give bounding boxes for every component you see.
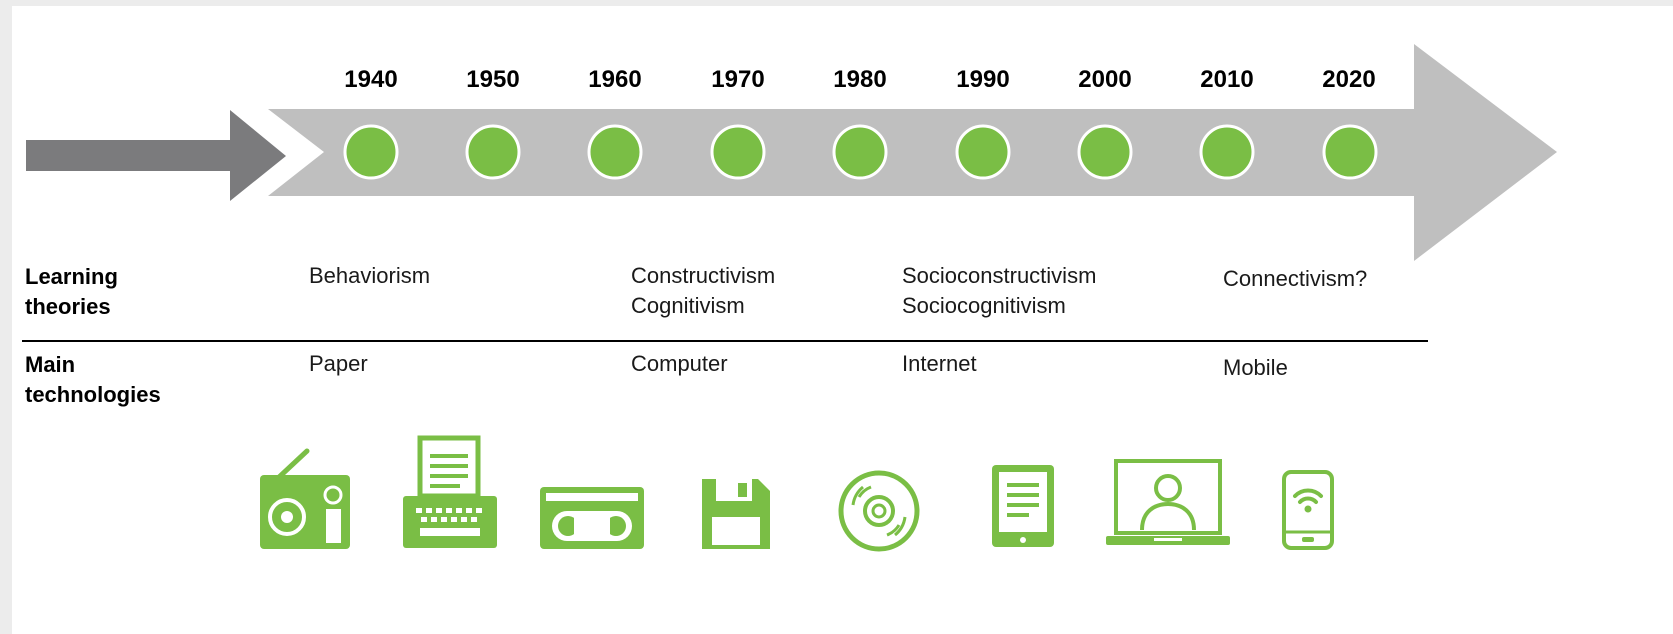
timeline-dot xyxy=(465,124,521,180)
timeline-arrows xyxy=(26,44,1557,261)
theory-name: Connectivism? xyxy=(1223,266,1368,291)
year-label: 2000 xyxy=(1078,66,1132,93)
learning-theories-label-line2: theories xyxy=(25,294,111,319)
year-label: 1970 xyxy=(711,66,765,93)
theory-socioconstructivism-sociocognitivism: Socioconstructivism Sociocognitivism xyxy=(902,261,1096,321)
timeline-dot xyxy=(343,124,399,180)
theory-name: Behaviorism xyxy=(309,263,431,288)
main-technologies-label-line1: Main xyxy=(25,352,76,377)
year-label: 1950 xyxy=(466,66,520,93)
main-technologies-label: Main technologies xyxy=(25,350,161,410)
row-divider xyxy=(22,340,1428,342)
year-label: 1980 xyxy=(833,66,887,93)
technology-computer: Computer xyxy=(631,351,728,376)
year-label: 1990 xyxy=(956,66,1010,93)
radio-icon xyxy=(260,448,350,549)
learning-theories-label: Learning theories xyxy=(25,262,118,322)
year-label: 2010 xyxy=(1200,66,1254,93)
theory-name: Sociocognitivism xyxy=(902,293,1066,318)
technology-mobile: Mobile xyxy=(1223,355,1288,380)
timeline-dot xyxy=(832,124,888,180)
theory-constructivism-cognitivism: Constructivism Cognitivism xyxy=(631,261,775,321)
timeline-dot xyxy=(587,124,643,180)
timeline-dot xyxy=(710,124,766,180)
theory-name: Cognitivism xyxy=(631,293,745,318)
videocassette-icon xyxy=(540,487,644,549)
compact-disc-icon xyxy=(838,470,920,552)
main-timeline-arrow xyxy=(268,44,1557,261)
year-label: 1960 xyxy=(588,66,642,93)
small-dark-arrow xyxy=(26,110,286,201)
theory-name: Socioconstructivism xyxy=(902,263,1097,288)
technology-internet: Internet xyxy=(902,351,977,376)
tablet-icon xyxy=(992,465,1054,547)
smartphone-wifi-icon xyxy=(1282,470,1334,550)
typewriter-icon xyxy=(403,435,497,548)
theory-behaviorism: Behaviorism xyxy=(309,261,430,291)
timeline-diagram: 1940 1950 1960 1970 1980 1990 2000 2010 … xyxy=(12,6,1673,634)
year-label: 1940 xyxy=(344,66,398,93)
floppy-disk-icon xyxy=(702,479,770,549)
timeline-dots xyxy=(343,124,1378,180)
theory-name: Constructivism xyxy=(631,263,776,288)
video-call-monitor-icon xyxy=(1106,459,1230,545)
timeline-dot xyxy=(1077,124,1133,180)
timeline-dot xyxy=(1322,124,1378,180)
main-technologies-label-line2: technologies xyxy=(25,382,161,407)
learning-theories-label-line1: Learning xyxy=(25,264,118,289)
technology-paper: Paper xyxy=(309,351,368,376)
timeline-dot xyxy=(955,124,1011,180)
timeline-dot xyxy=(1199,124,1255,180)
theory-connectivism: Connectivism? xyxy=(1223,264,1367,294)
year-label: 2020 xyxy=(1322,66,1376,93)
